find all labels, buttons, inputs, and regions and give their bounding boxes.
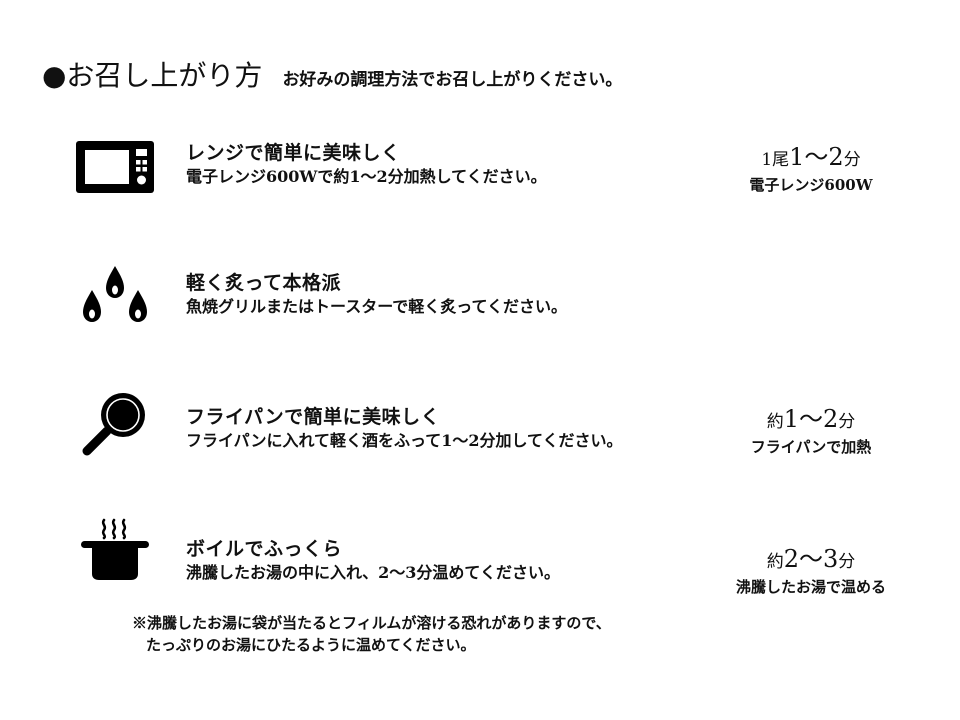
cooking-time: 約2～3分 沸騰したお湯で温める — [711, 544, 911, 597]
method-title: フライパンで簡単に美味しく — [186, 406, 441, 428]
cooking-time: 約1～2分 フライパンで加熱 — [711, 404, 911, 457]
method-title: ボイルでふっくら — [186, 538, 343, 560]
method-title: レンジで簡単に美味しく — [186, 142, 401, 164]
time-note: 沸騰したお湯で温める — [735, 578, 886, 596]
method-description: 魚焼グリルまたはトースターで軽く炙ってください。 — [186, 297, 567, 316]
page-header: ●お召し上がり方 お好みの調理方法でお召し上がりください。 — [42, 54, 622, 94]
time-note: フライパンで加熱 — [750, 438, 872, 456]
method-description: フライパンに入れて軽く酒をふって1～2分加してください。 — [186, 431, 623, 450]
method-description: 電子レンジ600Wで約1～2分加熱してください。 — [186, 167, 547, 186]
time-range: 2～3 — [783, 545, 839, 573]
cooking-time: 1尾1～2分 電子レンジ600W — [711, 142, 911, 195]
frying-pan-icon — [72, 388, 158, 460]
time-prefix: 約 — [766, 412, 784, 432]
time-prefix: 約 — [766, 552, 784, 572]
microwave-icon — [72, 136, 158, 198]
method-text: フライパンで簡単に美味しく フライパンに入れて軽く酒をふって1～2分加してくださ… — [186, 404, 623, 452]
time-range: 1～2 — [789, 143, 844, 171]
caution-line-2: たっぷりのお湯にひたるように温めてください。 — [146, 636, 476, 654]
caution-line-1: ※沸騰したお湯に袋が当たるとフィルムが溶ける恐れがありますので、 — [132, 614, 611, 632]
method-description: 沸騰したお湯の中に入れ、2～3分温めてください。 — [186, 563, 560, 582]
flame-icon — [72, 262, 158, 328]
time-unit: 分 — [838, 412, 856, 432]
time-unit: 分 — [838, 552, 856, 572]
method-text: 軽く炙って本格派 魚焼グリルまたはトースターで軽く炙ってください。 — [186, 270, 567, 318]
method-text: レンジで簡単に美味しく 電子レンジ600Wで約1～2分加熱してください。 — [186, 140, 547, 188]
time-unit: 分 — [843, 150, 861, 170]
method-title: 軽く炙って本格派 — [186, 272, 342, 294]
method-text: ボイルでふっくら 沸騰したお湯の中に入れ、2～3分温めてください。 — [186, 536, 560, 584]
boiling-pot-icon — [72, 514, 158, 584]
page-title: ●お召し上がり方 — [42, 59, 263, 92]
time-note: 電子レンジ600W — [749, 176, 873, 194]
time-range: 1～2 — [783, 405, 839, 433]
caution-note: ※沸騰したお湯に袋が当たるとフィルムが溶ける恐れがありますので、 たっぷりのお湯… — [132, 612, 611, 656]
page-subtitle: お好みの調理方法でお召し上がりください。 — [282, 70, 623, 90]
time-prefix: 1尾 — [761, 150, 790, 170]
